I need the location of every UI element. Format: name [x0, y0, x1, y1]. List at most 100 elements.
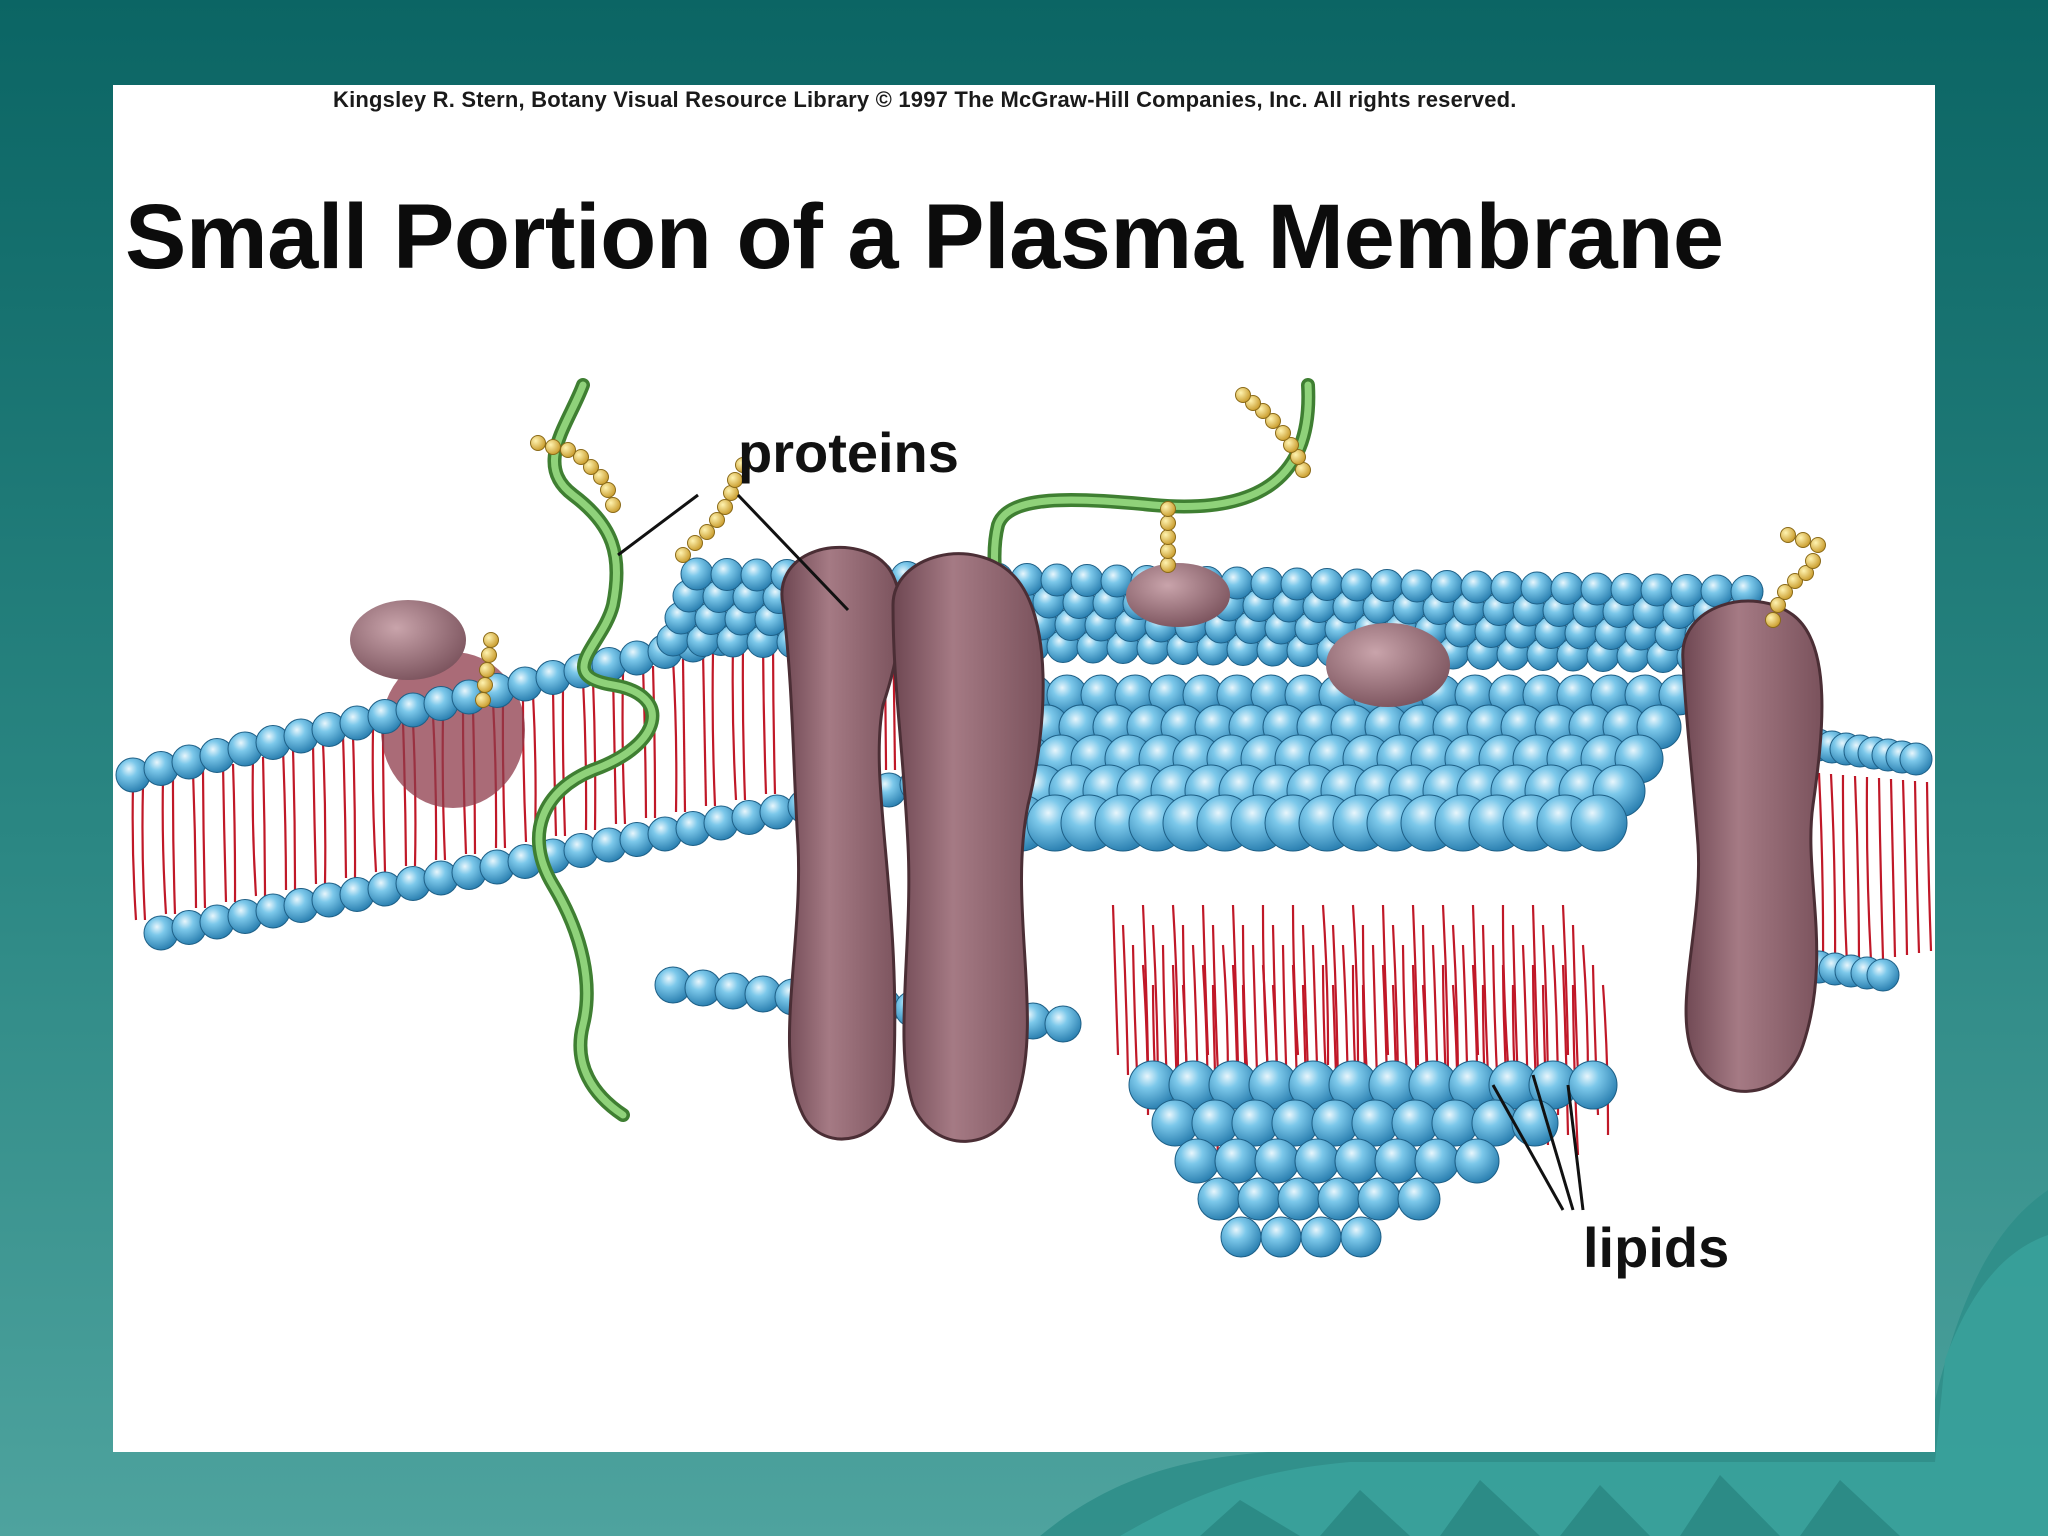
carbohydrate-bead	[1806, 554, 1821, 569]
carbohydrate-bead	[1781, 528, 1796, 543]
lipid-head	[1301, 1217, 1341, 1257]
carbohydrate-bead	[1161, 544, 1176, 559]
lipid-tail	[173, 778, 175, 914]
carbohydrate-bead	[480, 663, 495, 678]
figure-panel: Kingsley R. Stern, Botany Visual Resourc…	[113, 85, 1935, 1452]
lipid-head	[1611, 574, 1643, 606]
lipid-head	[1371, 570, 1403, 602]
lipid-tail	[583, 680, 586, 830]
lipid-tail	[763, 638, 766, 794]
carbohydrate-bead	[476, 693, 491, 708]
carbohydrate-bead	[478, 678, 493, 693]
lipid-head	[1251, 568, 1283, 600]
lipid-tail	[1843, 775, 1847, 965]
lipid-tail	[563, 687, 565, 836]
lipid-head	[1491, 572, 1523, 604]
lipid-tail	[1123, 925, 1128, 1075]
lipid-head	[1295, 1139, 1339, 1183]
protein-dome-mid	[1126, 563, 1230, 627]
lipid-tail	[293, 750, 295, 890]
lipid-head	[1867, 959, 1899, 991]
lipid-tail	[1855, 776, 1859, 963]
carbohydrate-bead	[1236, 388, 1251, 403]
lipid-head	[1641, 574, 1673, 606]
lipid-tail	[1113, 905, 1118, 1055]
lipid-head	[1311, 569, 1343, 601]
lipid-head	[741, 559, 773, 591]
carbohydrate-bead	[1811, 538, 1826, 553]
carbohydrate-bead	[688, 536, 703, 551]
lipid-head	[1671, 575, 1703, 607]
lipid-head	[1152, 1100, 1198, 1146]
lipid-head	[1045, 1006, 1081, 1042]
lipid-tail	[203, 771, 205, 908]
carbohydrate-bead	[546, 440, 561, 455]
carbohydrate-bead	[718, 500, 733, 515]
lipid-tail	[1879, 778, 1883, 959]
lipid-head	[1281, 568, 1313, 600]
lipid-tail	[142, 785, 145, 920]
lipid-tail	[163, 778, 166, 914]
membrane-diagram: proteins lipids	[113, 85, 1935, 1452]
lipid-tail	[283, 750, 286, 890]
lipid-head	[1521, 572, 1553, 604]
lipid-head	[1900, 743, 1932, 775]
lipid-head	[1455, 1139, 1499, 1183]
lipid-tail	[193, 771, 196, 908]
lipid-head	[711, 559, 743, 591]
carbohydrate-bead	[484, 633, 499, 648]
lipid-tail	[313, 743, 316, 884]
lipid-head	[1071, 565, 1103, 597]
protein-dome-right	[1326, 623, 1450, 707]
lipid-head	[1341, 569, 1373, 601]
lipid-tail	[743, 645, 745, 800]
lipid-tail	[703, 652, 706, 806]
lipids-label: lipids	[1583, 1216, 1729, 1279]
lipid-tail	[353, 736, 355, 878]
carbohydrate-bead	[561, 443, 576, 458]
lipid-head	[1375, 1139, 1419, 1183]
lipid-tail	[613, 673, 616, 824]
carbohydrate-bead	[1161, 558, 1176, 573]
lipid-head	[1401, 570, 1433, 602]
lipid-tail	[263, 757, 265, 896]
carbohydrate-bead	[676, 548, 691, 563]
lipid-head	[1261, 1217, 1301, 1257]
lipid-head	[681, 558, 713, 590]
carbohydrate-bead	[1161, 530, 1176, 545]
lipid-tail	[343, 736, 346, 878]
lipid-head	[1415, 1139, 1459, 1183]
protein-dome-left	[350, 600, 466, 680]
lipid-head	[1215, 1139, 1259, 1183]
lipid-tail	[253, 757, 256, 896]
lipid-tail	[1819, 773, 1823, 969]
lipid-head	[1551, 573, 1583, 605]
transmembrane-protein-right	[1683, 601, 1822, 1091]
lipid-head	[1358, 1178, 1400, 1220]
lipid-tail	[223, 764, 226, 902]
carbohydrate-bead	[482, 648, 497, 663]
lipid-head	[1255, 1139, 1299, 1183]
lipid-head	[1335, 1139, 1379, 1183]
carbohydrate-bead	[606, 498, 621, 513]
lipid-tail	[1927, 782, 1931, 951]
lipid-head	[1221, 1217, 1261, 1257]
lipid-head	[1398, 1178, 1440, 1220]
lipid-tail	[773, 638, 775, 794]
carbohydrate-bead	[1161, 516, 1176, 531]
lipid-tail	[1831, 774, 1835, 967]
lipid-tail	[1867, 777, 1871, 961]
lipid-head	[1041, 564, 1073, 596]
lipid-tail	[323, 743, 325, 884]
lipid-tail	[373, 729, 376, 872]
lipid-head	[1569, 1061, 1617, 1109]
carbohydrate-bead	[1161, 502, 1176, 517]
lipid-tail	[673, 659, 676, 812]
lipid-head	[1238, 1178, 1280, 1220]
proteins-label: proteins	[738, 421, 959, 484]
lipid-head	[1341, 1217, 1381, 1257]
lipid-head	[1581, 573, 1613, 605]
carbohydrate-bead	[1766, 613, 1781, 628]
carbohydrate-bead	[710, 513, 725, 528]
lipid-tail	[1915, 781, 1919, 953]
